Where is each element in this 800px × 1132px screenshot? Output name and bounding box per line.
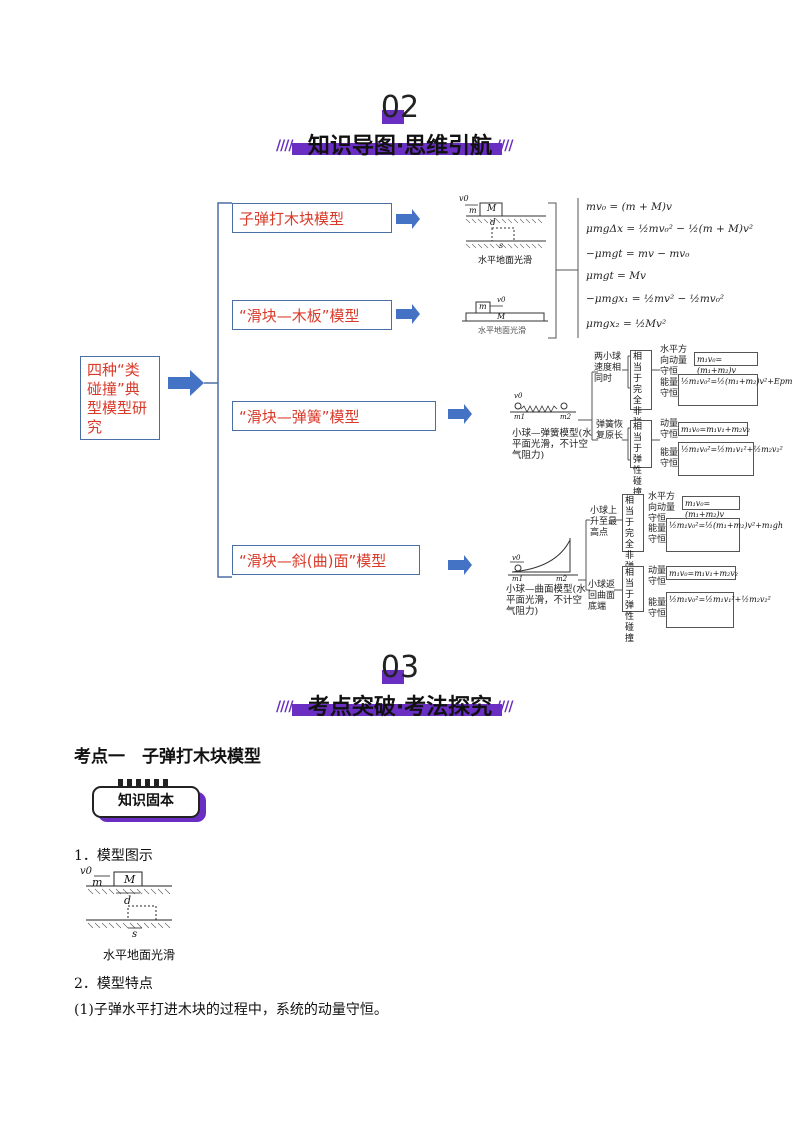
- mindmap-root: 四种“类碰撞”典型模型研究: [80, 356, 160, 440]
- spring-case2: 弹簧恢复原长: [596, 420, 624, 441]
- curve-case2-energy: ½m₁v₀²=½m₁v₁²+½m₂v₂²: [666, 592, 771, 628]
- spring-case2-energy-label: 能量守恒: [660, 448, 679, 469]
- spring-case2-energy: ½m₁v₀²=½m₁v₁²+½m₂v₂²: [678, 442, 783, 476]
- diagram-caption: 水平地面光滑: [103, 948, 176, 962]
- spring-case1: 两小球速度相同时: [594, 352, 622, 384]
- formula-3: −μmgt = mv − mv₀: [586, 248, 690, 260]
- formula-6: μmgx₂ = ½Mv²: [586, 318, 667, 330]
- item-2: 2．模型特点: [74, 976, 153, 992]
- caption-bullet: 水平地面光滑: [478, 256, 533, 266]
- curve-case2-momentum-label: 动量守恒: [648, 566, 667, 587]
- curve-case1-momentum: m₁v₀=(m₁+m₂)v: [682, 496, 740, 519]
- curve-case2-type: 相当于弹性碰撞: [622, 566, 644, 644]
- curve-case1-momentum-label: 水平方向动量守恒: [648, 492, 676, 524]
- diagram-s: s: [132, 929, 138, 940]
- mindmap-lines: [168, 198, 660, 591]
- spring-case1-energy-label: 能量守恒: [660, 378, 679, 399]
- spring-case1-type: 相当于完全非弹性碰撞: [630, 350, 652, 461]
- branch-bullet-block: 子弹打木块模型: [232, 203, 392, 233]
- binding-rings: [118, 779, 168, 788]
- spring-case1-energy: ½m₁v₀²=½(m₁+m₂)v²+Epm: [678, 374, 792, 406]
- topic-heading: 考点一 子弹打木块模型: [74, 747, 261, 767]
- curve-case1-type: 相当于完全非弹性碰撞: [622, 494, 644, 605]
- title-underline: [292, 143, 502, 155]
- diagram-m: m: [92, 876, 103, 889]
- spring-v0: v0: [514, 392, 523, 400]
- curve-case1-energy-label: 能量守恒: [648, 524, 667, 545]
- section-title: 考点突破·考法探究: [307, 695, 493, 720]
- curve-case1-energy: ½m₁v₀²=½(m₁+m₂)v²+m₁gh: [666, 518, 783, 552]
- branch-slider-board: “滑块—木板”模型: [232, 300, 392, 330]
- label-v0: v0: [459, 194, 469, 203]
- point-1: (1)子弹水平打进木块的过程中，系统的动量守恒。: [74, 1002, 388, 1018]
- slash-decoration-right: ////: [496, 699, 513, 715]
- label-board-v0: v0: [497, 296, 506, 304]
- diagram-d: d: [124, 894, 132, 907]
- spring-m1: m1: [514, 413, 526, 421]
- formula-2: μmgΔx = ½mv₀² − ½(m + M)v²: [586, 223, 754, 235]
- spring-m2: m2: [560, 413, 572, 421]
- label-board-m: m: [479, 302, 487, 311]
- curve-case1: 小球上升至最高点: [590, 506, 618, 538]
- badge-label: 知识固本: [92, 786, 200, 818]
- spring-case1-momentum: m₁v₀=(m₁+m₂)v: [694, 352, 758, 375]
- spring-case2-momentum: m₁v₀=m₁v₁+m₂v₂: [678, 422, 750, 436]
- number-highlight: [382, 110, 404, 124]
- label-M: M: [487, 204, 497, 214]
- diagram-M: M: [124, 873, 136, 886]
- branch-slider-curve: “滑块—斜(曲)面”模型: [232, 545, 420, 575]
- curve-case2-momentum: m₁v₀=m₁v₁+m₂v₂: [666, 566, 738, 580]
- section-number: 03: [380, 650, 420, 685]
- curve-case2-energy-label: 能量守恒: [648, 598, 667, 619]
- label-d: d: [490, 218, 496, 228]
- curve-caption: 小球—曲面模型(水平面光滑，不计空气阻力): [506, 584, 586, 617]
- diagram-v0: v0: [80, 866, 93, 877]
- spring-caption: 小球—弹簧模型(水平面光滑，不计空气阻力): [512, 428, 592, 461]
- slash-decoration-left: ////: [276, 138, 293, 154]
- label-s: s: [499, 241, 504, 250]
- formula-4: μmgt = Mv: [586, 270, 646, 282]
- spring-case2-momentum-label: 动量守恒: [660, 419, 679, 440]
- label-m: m: [469, 206, 477, 215]
- slash-decoration-right: ////: [496, 138, 513, 154]
- slash-decoration-left: ////: [276, 699, 293, 715]
- formula-1: mv₀ = (m + M)v: [586, 201, 672, 213]
- label-board-M: M: [497, 312, 506, 321]
- curve-case2: 小球返回曲面底端: [588, 580, 616, 612]
- caption-board: 水平地面光滑: [478, 326, 526, 335]
- spring-case2-type: 相当于弹性碰撞: [630, 420, 652, 498]
- spring-case1-momentum-label: 水平方向动量守恒: [660, 345, 688, 377]
- curve-m2: m2: [556, 575, 568, 583]
- branch-slider-spring: “滑块—弹簧”模型: [232, 401, 436, 431]
- section-title: 知识导图·思维引航: [307, 134, 493, 159]
- item-1: 1．模型图示: [74, 848, 153, 864]
- title-underline: [292, 704, 502, 716]
- curve-v0: v0: [512, 554, 521, 562]
- formula-5: −μmgx₁ = ½mv² − ½mv₀²: [586, 293, 725, 305]
- section-number: 02: [380, 90, 420, 125]
- bullet-block-diagram: [86, 871, 172, 929]
- number-highlight: [382, 670, 404, 684]
- curve-m1: m1: [512, 575, 524, 583]
